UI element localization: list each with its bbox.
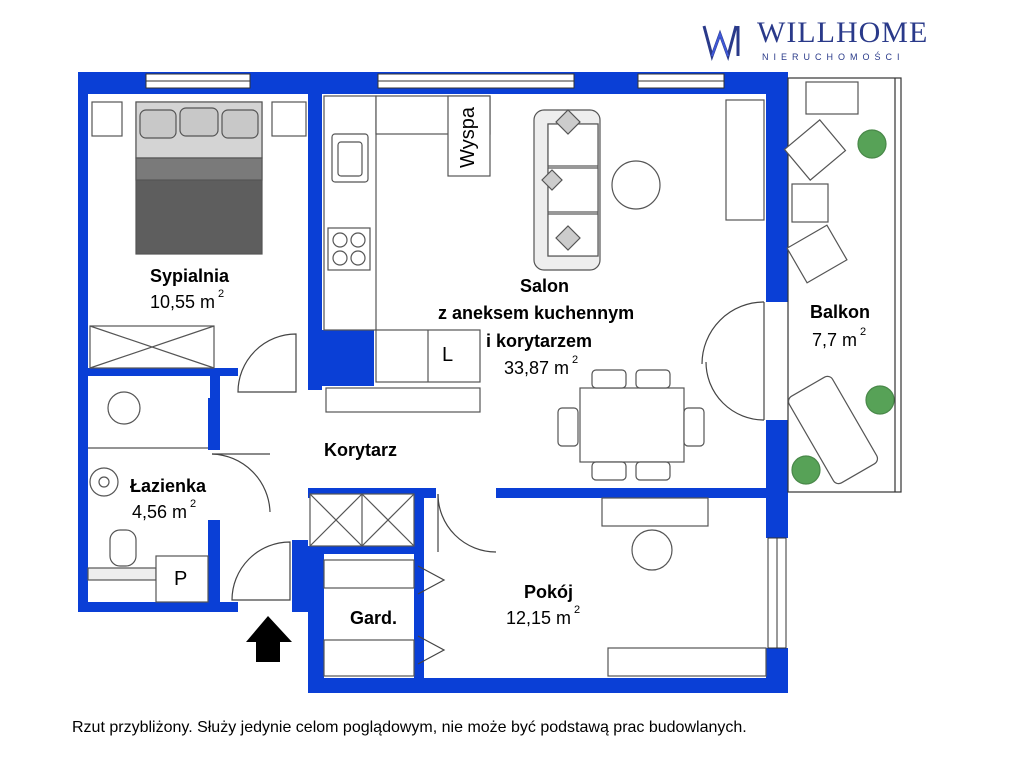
korytarz-label: Korytarz	[324, 440, 398, 460]
room-furniture	[309, 493, 767, 677]
brand-name: WILLHOME	[757, 16, 929, 49]
p-mark: P	[174, 568, 188, 590]
salon-area-sup: 2	[572, 354, 579, 366]
salon-label-line2: z aneksem kuchennym	[438, 303, 635, 323]
sypialnia-area-sup: 2	[218, 288, 225, 300]
brand-subtitle: NIERUCHOMOŚCI	[762, 52, 905, 62]
kitchen-furniture	[323, 95, 491, 413]
wyspa-label: Wyspa	[456, 107, 479, 168]
doors	[211, 301, 765, 665]
plant-icons	[791, 129, 895, 485]
brand-mark-icon	[702, 25, 740, 61]
pokoj-label: Pokój	[524, 582, 574, 602]
salon-furniture	[533, 99, 765, 481]
walls	[78, 72, 788, 693]
bathroom-furniture	[87, 391, 209, 603]
sypialnia-label: Sypialnia	[150, 266, 230, 286]
fridge-mark: L	[442, 344, 454, 366]
entrance-arrow-icon	[246, 616, 292, 662]
garderoba-label: Gard.	[350, 608, 398, 628]
lazienka-area-value: 4,56 m	[132, 502, 188, 522]
lazienka-label: Łazienka	[130, 476, 207, 496]
sypialnia-area-value: 10,55 m	[150, 292, 216, 312]
balkon-area-sup: 2	[860, 326, 867, 338]
balcony-furniture	[783, 81, 895, 485]
bedroom-furniture	[89, 101, 307, 369]
salon-label-line3: i korytarzem	[486, 331, 593, 351]
salon-area-value: 33,87 m	[504, 358, 570, 378]
balcony	[787, 77, 902, 493]
windows	[145, 73, 787, 649]
disclaimer-note: Rzut przybliżony. Służy jedynie celom po…	[72, 719, 747, 736]
pokoj-area-value: 12,15 m	[506, 608, 572, 628]
lazienka-area-sup: 2	[190, 498, 197, 510]
salon-label-line1: Salon	[520, 276, 570, 296]
balkon-label: Balkon	[810, 302, 871, 322]
balkon-area-value: 7,7 m	[812, 330, 858, 350]
pokoj-area-sup: 2	[574, 604, 581, 616]
